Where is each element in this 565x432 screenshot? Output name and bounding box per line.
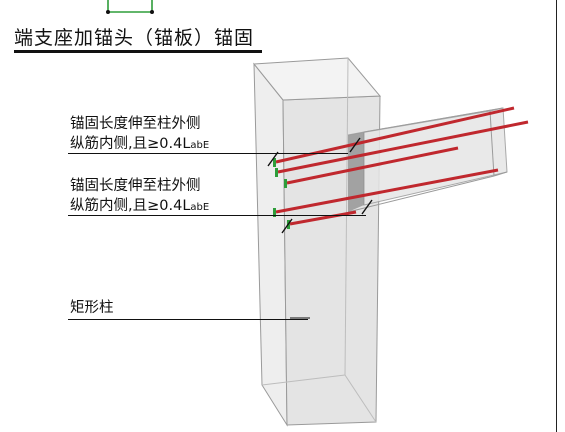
- leader-column: [68, 319, 308, 320]
- bottom-rebar-1: [275, 168, 499, 214]
- leader-upper: [68, 153, 348, 154]
- column-label: 矩形柱: [70, 300, 114, 316]
- anchor-label-lower: 锚固长度伸至柱外侧 纵筋内侧,且≥0.4LabE: [70, 176, 209, 218]
- anchor-plate-4: [273, 208, 276, 217]
- top-rebar-3: [286, 146, 459, 185]
- anchor-plate-3: [284, 179, 287, 188]
- rectangular-column: [253, 57, 382, 427]
- bottom-rebar-2: [289, 210, 357, 226]
- anchor-plate-2: [275, 168, 278, 177]
- title-underline: [14, 50, 262, 53]
- page-right-border: [556, 0, 557, 432]
- top-rebar-2: [277, 120, 529, 174]
- leader-lower: [68, 215, 366, 216]
- beam-column-joint-section: [348, 132, 364, 212]
- diagram-title: 端支座加锚头（锚板）锚固: [14, 27, 255, 49]
- anchor-plate-1: [273, 158, 276, 167]
- anchor-label-upper-line2: 纵筋内侧,且≥0.4L: [70, 136, 191, 152]
- anchor-label-upper: 锚固长度伸至柱外侧 纵筋内侧,且≥0.4LabE: [70, 114, 209, 156]
- previous-figure-fragment: [106, 0, 154, 14]
- dimension-ticks: [267, 137, 373, 234]
- anchor-label-upper-subscript: abE: [190, 140, 210, 151]
- anchor-label-upper-line1: 锚固长度伸至柱外侧: [70, 116, 201, 132]
- anchor-label-lower-line2: 纵筋内侧,且≥0.4L: [70, 198, 191, 214]
- anchor-label-lower-subscript: abE: [190, 202, 210, 213]
- anchor-label-lower-line1: 锚固长度伸至柱外侧: [70, 178, 201, 194]
